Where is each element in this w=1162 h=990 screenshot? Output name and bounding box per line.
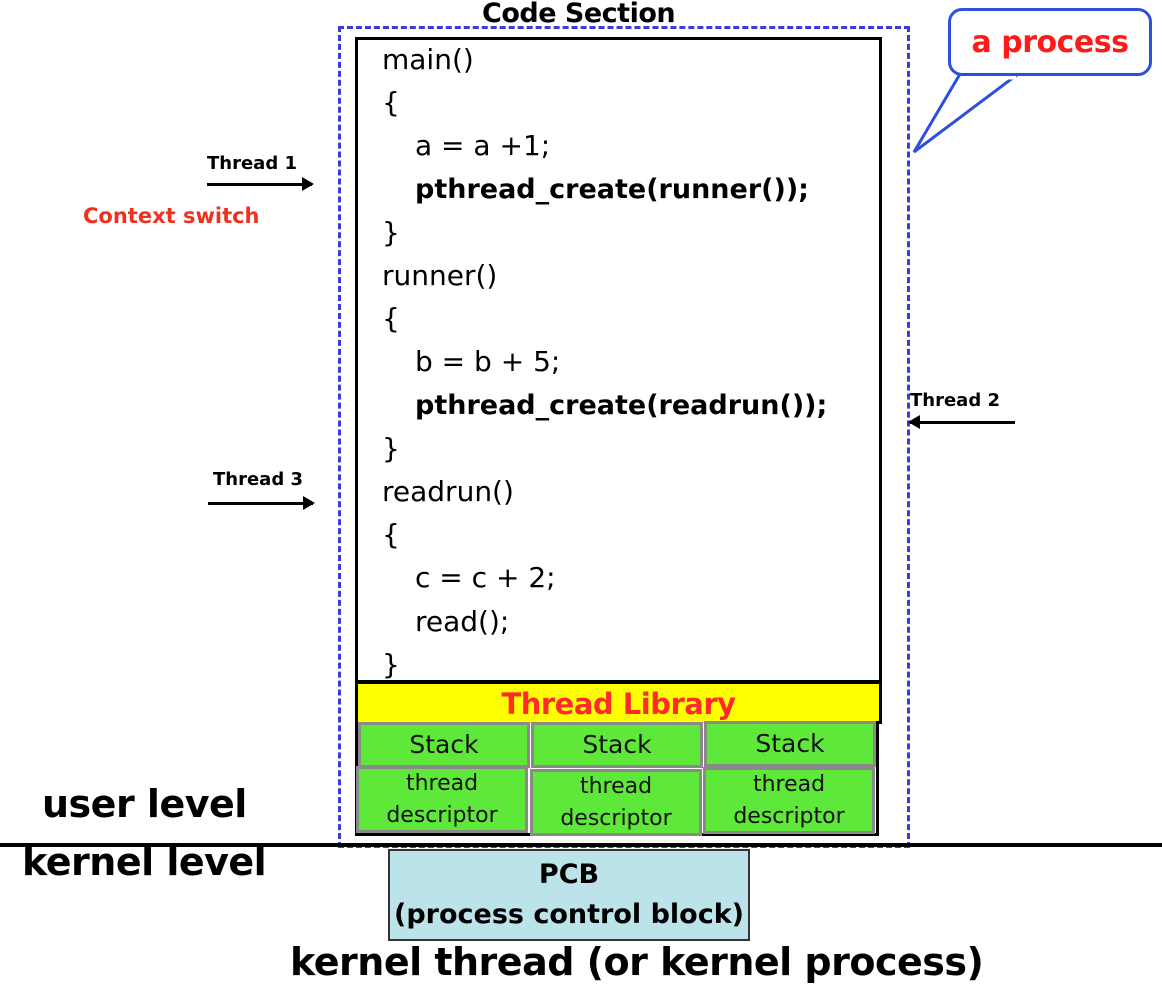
code-line: b = b + 5; — [415, 345, 561, 379]
stack-label: Stack — [582, 730, 652, 759]
user-level-label: user level — [42, 782, 247, 826]
context-switch-label: Context switch — [83, 204, 260, 228]
code-section-title: Code Section — [482, 0, 676, 29]
code-line: a = a +1; — [415, 129, 551, 163]
stack-cell-2: Stack — [531, 722, 703, 768]
code-line: { — [382, 518, 400, 552]
descriptor-line2: descriptor — [560, 805, 672, 831]
thread-2-label: Thread 2 — [910, 390, 1000, 411]
pcb-subtitle: (process control block) — [393, 899, 745, 930]
callout-label: a process — [971, 24, 1129, 60]
code-section-box: main() { a = a +1; pthread_create(runner())… — [355, 37, 882, 683]
descriptor-line2: descriptor — [733, 803, 845, 829]
thread-1-arrow — [207, 177, 314, 191]
thread-descriptor-3: thread descriptor — [703, 767, 875, 834]
code-line: } — [382, 647, 400, 681]
pcb-box: PCB (process control block) — [388, 849, 750, 941]
code-line: { — [382, 86, 400, 120]
stack-label: Stack — [409, 730, 479, 759]
code-line: runner() — [382, 259, 498, 292]
thread-2-arrow — [908, 415, 1015, 429]
code-line: c = c + 2; — [415, 561, 556, 595]
thread-library-label: Thread Library — [501, 687, 736, 721]
descriptor-line2: descriptor — [386, 802, 498, 828]
code-line: readrun() — [382, 475, 514, 508]
descriptor-line1: thread — [579, 773, 653, 799]
code-line: } — [382, 431, 400, 465]
thread-descriptor-2: thread descriptor — [530, 769, 702, 836]
descriptor-line1: thread — [752, 771, 826, 797]
user-kernel-divider — [0, 843, 1162, 847]
stack-label: Stack — [755, 729, 825, 758]
thread-library-bar: Thread Library — [355, 681, 882, 724]
pcb-title: PCB — [538, 859, 600, 890]
kernel-thread-label: kernel thread (or kernel process) — [290, 940, 984, 984]
kernel-level-label: kernel level — [22, 840, 267, 884]
stack-cell-1: Stack — [358, 722, 530, 768]
thread-descriptor-1: thread descriptor — [356, 766, 528, 833]
process-callout: a process — [948, 8, 1152, 76]
descriptor-line1: thread — [405, 770, 479, 796]
code-line: pthread_create(runner()); — [415, 173, 809, 205]
thread-3-label: Thread 3 — [213, 469, 303, 490]
code-line: } — [382, 215, 400, 249]
code-line: pthread_create(readrun()); — [415, 389, 828, 421]
stack-cell-3: Stack — [704, 721, 876, 767]
thread-1-label: Thread 1 — [207, 153, 297, 174]
code-line: main() — [382, 43, 474, 76]
code-line: read(); — [415, 604, 510, 638]
thread-3-arrow — [208, 496, 315, 510]
code-line: { — [382, 302, 400, 336]
